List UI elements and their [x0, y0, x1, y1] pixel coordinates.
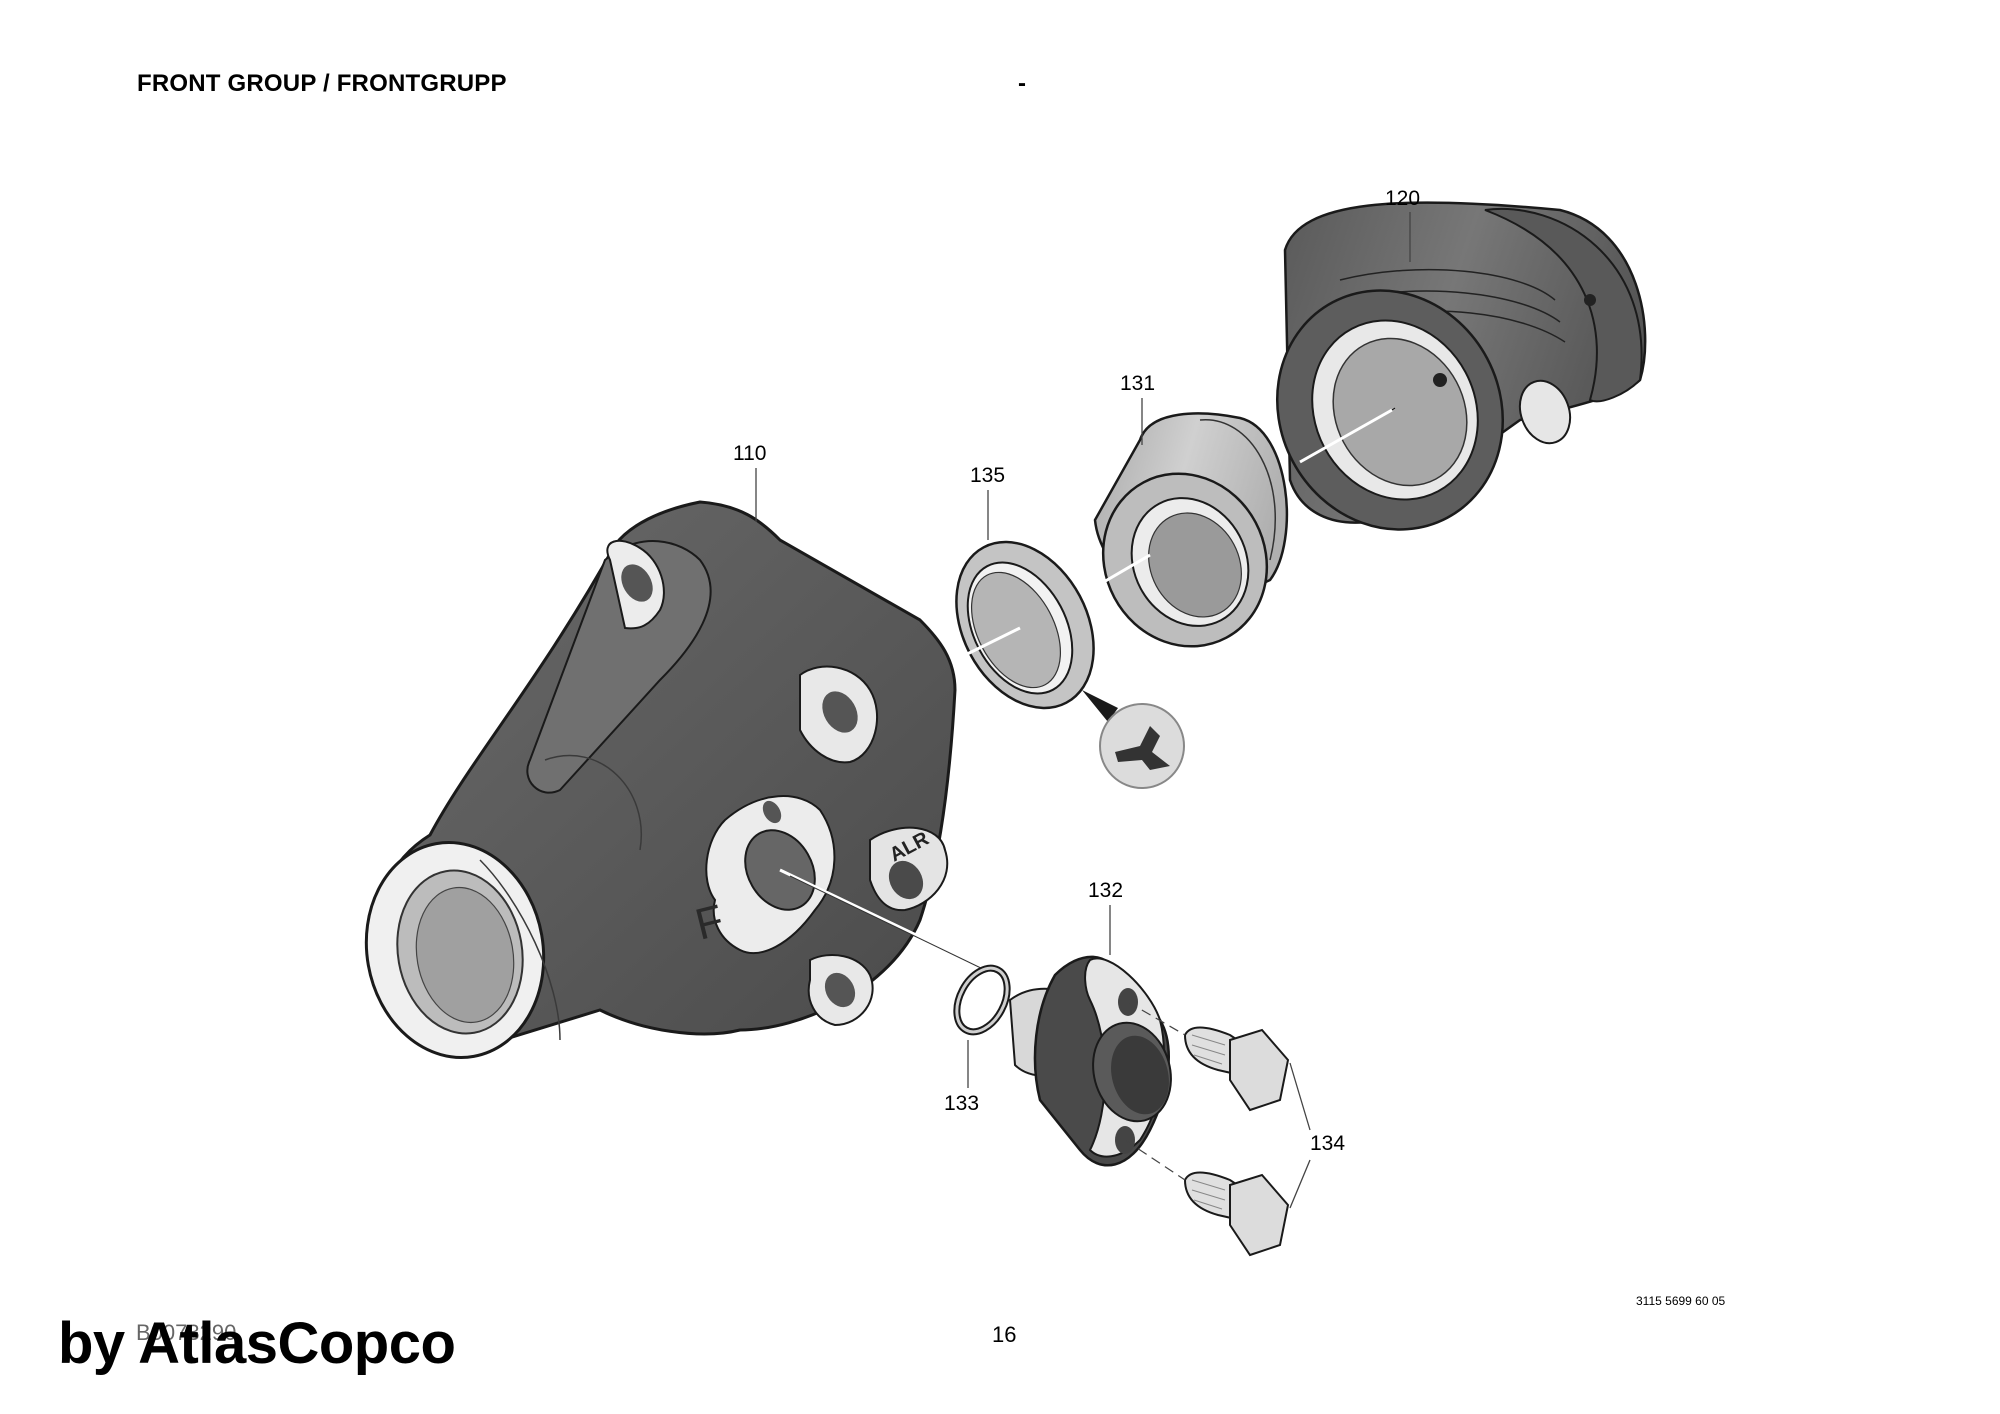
page-number: 16 — [992, 1322, 1017, 1347]
part-132-flange — [1008, 955, 1172, 1167]
callout-134: 134 — [1310, 1132, 1345, 1155]
part-120-cylinder — [1275, 201, 1647, 531]
seal-profile-detail — [1082, 690, 1185, 789]
part-134-bolt-lower — [1183, 1171, 1290, 1257]
part-133-o-ring — [953, 964, 1011, 1036]
callout-120: 120 — [1385, 187, 1420, 210]
part-134-bolt-upper — [1183, 1026, 1290, 1112]
page-title: FRONT GROUP / FRONTGRUPP — [137, 70, 507, 97]
callout-132: 132 — [1088, 879, 1123, 902]
callout-133: 133 — [944, 1092, 979, 1115]
header-dash: - — [1018, 70, 1026, 97]
part-131-sleeve — [1093, 412, 1289, 648]
part-110-front-housing — [364, 500, 957, 1059]
document-number: 3115 5699 60 05 — [1636, 1294, 1726, 1308]
callout-110: 110 — [733, 442, 766, 465]
drawing-reference: B0073290 — [136, 1320, 237, 1345]
callout-135: 135 — [970, 464, 1005, 487]
watermark: by AtlasCopco — [58, 1311, 456, 1376]
leader-lines — [755, 212, 1411, 1209]
callout-131: 131 — [1120, 372, 1155, 395]
